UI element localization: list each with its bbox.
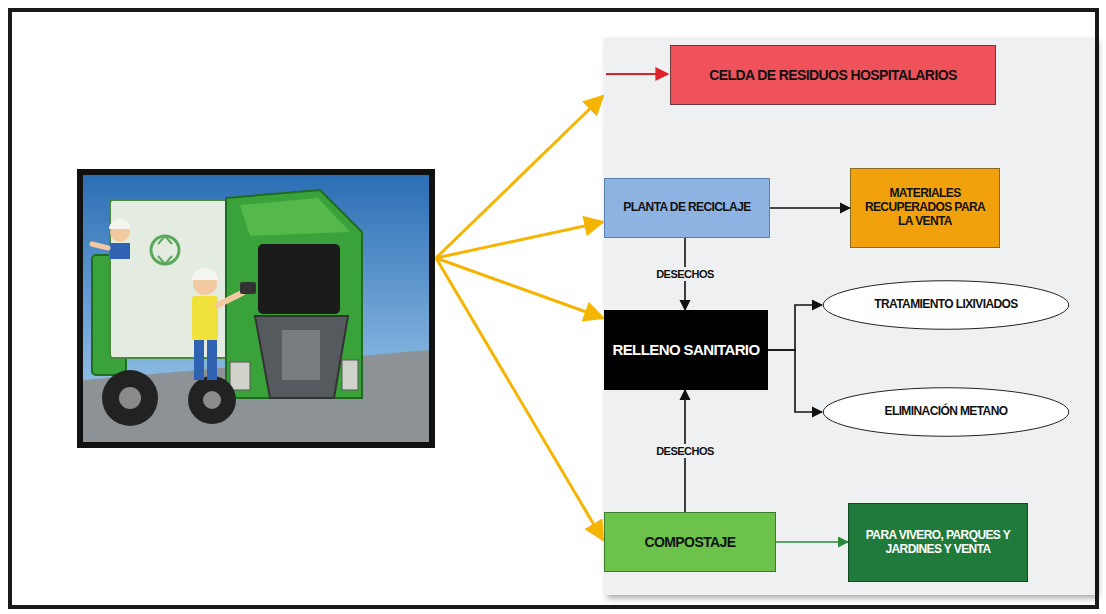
- node-label: ELIMINACIÓN METANO: [885, 405, 1008, 419]
- flow-arrow: [770, 207, 850, 209]
- node-label: PARA VIVERO, PARQUES Y JARDINES Y VENTA: [856, 529, 1020, 557]
- recycling-plant-box: PLANTA DE RECICLAJE: [604, 178, 770, 238]
- node-label: CELDA DE RESIDUOS HOSPITALARIOS: [709, 67, 956, 83]
- flow-arrow: [768, 350, 822, 412]
- node-label: MATERIALES RECUPERADOS PARA LA VENTA: [858, 187, 992, 228]
- diagram-panel: [604, 38, 1095, 595]
- node-label: RELLENO SANITARIO: [612, 341, 759, 358]
- landfill-box: RELLENO SANITARIO: [604, 310, 768, 390]
- flow-arrow: [768, 305, 822, 350]
- process-ellipse: ELIMINACIÓN METANO: [822, 387, 1070, 437]
- node-label: COMPOSTAJE: [645, 534, 736, 550]
- output-box: MATERIALES RECUPERADOS PARA LA VENTA: [850, 168, 1000, 248]
- hospital-cell-box: CELDA DE RESIDUOS HOSPITALARIOS: [670, 45, 996, 105]
- inflow-arrow: [606, 73, 668, 75]
- output-box: PARA VIVERO, PARQUES Y JARDINES Y VENTA: [848, 503, 1028, 582]
- compost-box: COMPOSTAJE: [604, 512, 776, 572]
- edge-label: DESECHOS: [653, 267, 717, 281]
- route-arrows: [436, 96, 603, 540]
- edge-label: DESECHOS: [653, 444, 717, 458]
- garbage-truck-picture: [80, 172, 432, 445]
- process-ellipse: TRATAMIENTO LIXIVIADOS: [822, 280, 1070, 330]
- flow-arrow: [776, 541, 848, 543]
- node-label: PLANTA DE RECICLAJE: [623, 201, 750, 215]
- node-label: TRATAMIENTO LIXIVIADOS: [874, 298, 1017, 312]
- page-frame: [10, 10, 1097, 607]
